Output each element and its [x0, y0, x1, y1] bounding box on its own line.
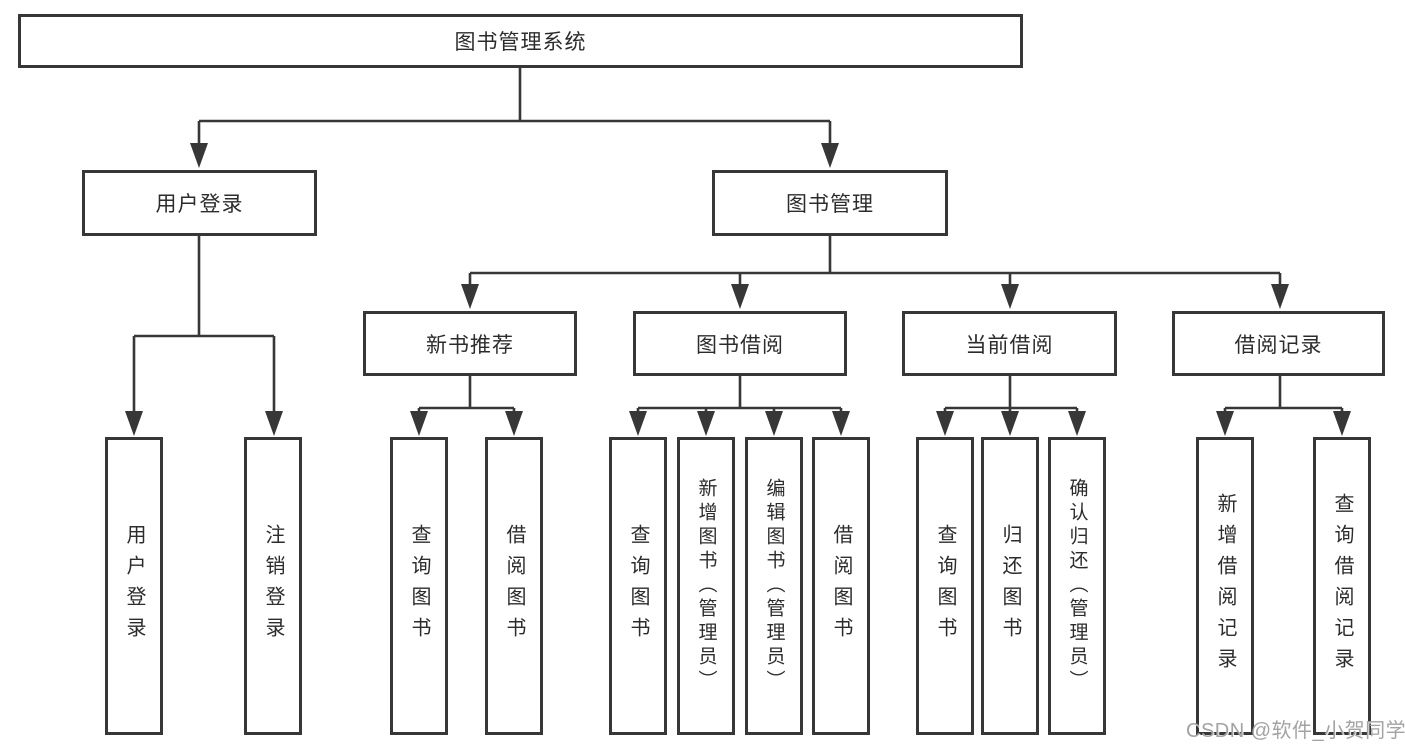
- leaf-edit-book-admin-label: 编辑图书（管理员）: [763, 478, 785, 694]
- node-new-book-recommend-label: 新书推荐: [426, 333, 514, 357]
- node-book-borrow: 图书借阅: [633, 311, 847, 376]
- leaf-query-books-borrow-label: 查询图书: [627, 524, 649, 648]
- watermark: CSDN @软件_小贺同学: [1186, 720, 1405, 742]
- leaf-query-borrow-record: 查询借阅记录: [1313, 437, 1371, 735]
- node-current-borrow-label: 当前借阅: [965, 333, 1054, 357]
- node-current-borrow: 当前借阅: [902, 311, 1117, 376]
- leaf-query-books-recommend-label: 查询图书: [408, 524, 430, 648]
- leaf-borrow-books: 借阅图书: [812, 437, 870, 735]
- leaf-query-books-current-label: 查询图书: [934, 524, 956, 648]
- leaf-query-books-recommend: 查询图书: [390, 437, 448, 735]
- leaf-query-borrow-record-label: 查询借阅记录: [1331, 493, 1353, 679]
- node-user-login-label: 用户登录: [155, 193, 244, 216]
- leaf-query-books-borrow: 查询图书: [609, 437, 667, 735]
- arrowheads: [125, 143, 1351, 436]
- node-root: 图书管理系统: [18, 14, 1023, 68]
- connector-currentborrow-to-leaves: [943, 376, 1079, 416]
- leaf-confirm-return-admin-label: 确认归还（管理员）: [1066, 478, 1088, 694]
- connector-userlogin-to-leaves: [132, 236, 276, 416]
- node-user-login: 用户登录: [82, 170, 317, 236]
- leaf-user-login-label: 用户登录: [123, 524, 145, 648]
- leaf-borrow-books-label: 借阅图书: [830, 524, 852, 648]
- node-book-borrow-label: 图书借阅: [696, 333, 784, 357]
- node-book-management: 图书管理: [712, 170, 948, 236]
- node-new-book-recommend: 新书推荐: [363, 311, 577, 376]
- leaf-add-borrow-record-label: 新增借阅记录: [1214, 493, 1236, 679]
- leaf-logout-label: 注销登录: [262, 524, 284, 648]
- node-borrow-records: 借阅记录: [1172, 311, 1385, 376]
- leaf-add-book-admin-label: 新增图书（管理员）: [695, 478, 717, 694]
- leaf-query-books-current: 查询图书: [916, 437, 974, 735]
- node-book-management-label: 图书管理: [786, 193, 874, 216]
- leaf-logout: 注销登录: [244, 437, 302, 735]
- leaf-borrow-books-recommend: 借阅图书: [485, 437, 543, 735]
- leaf-user-login: 用户登录: [105, 437, 163, 735]
- connector-bookmgmt-to-level3: [468, 236, 1282, 289]
- leaf-add-borrow-record: 新增借阅记录: [1196, 437, 1254, 735]
- connector-newbook-to-leaves: [417, 376, 516, 416]
- leaf-borrow-books-recommend-label: 借阅图书: [503, 524, 525, 648]
- node-root-label: 图书管理系统: [454, 31, 587, 54]
- leaf-return-books-label: 归还图书: [999, 524, 1021, 648]
- leaf-return-books: 归还图书: [981, 437, 1039, 735]
- connector-records-to-leaves: [1223, 376, 1344, 416]
- connector-bookborrow-to-leaves: [636, 376, 843, 416]
- leaf-edit-book-admin: 编辑图书（管理员）: [745, 437, 803, 735]
- node-borrow-records-label: 借阅记录: [1234, 333, 1323, 357]
- leaf-confirm-return-admin: 确认归还（管理员）: [1048, 437, 1106, 735]
- leaf-add-book-admin: 新增图书（管理员）: [677, 437, 735, 735]
- connector-root-to-level2: [197, 68, 832, 146]
